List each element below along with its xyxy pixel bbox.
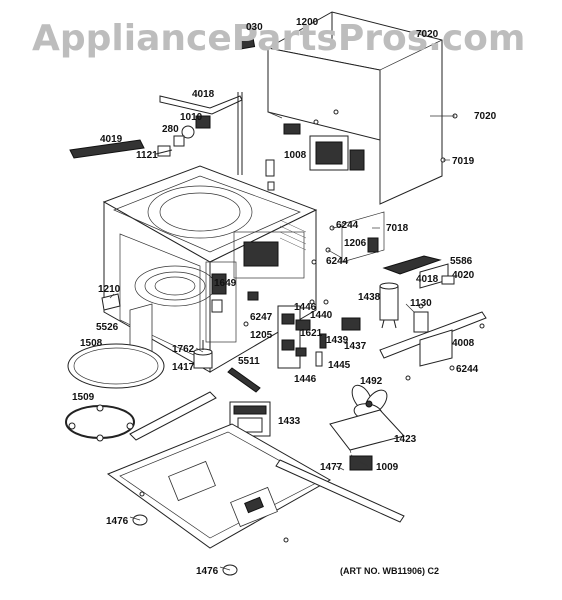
- left-strip: [129, 391, 217, 441]
- right-bracket-parts: [311, 211, 385, 265]
- label-7020-side: 7020: [474, 111, 497, 122]
- label-1621: 1621: [300, 328, 323, 339]
- label-1477: 1477: [320, 462, 343, 473]
- capacitor-1438: [379, 282, 399, 329]
- label-1762: 1762: [172, 344, 195, 355]
- part-number-labels: 030 1200 7020 7020 4018 1010 280 4019 11…: [72, 17, 497, 577]
- label-030: 030: [246, 22, 263, 33]
- label-1440: 1440: [310, 310, 333, 321]
- part-030: [236, 38, 256, 50]
- label-1509: 1509: [72, 392, 95, 403]
- label-4019: 4019: [100, 134, 123, 145]
- rail-4008: [379, 311, 487, 381]
- label-1649: 1649: [214, 278, 237, 289]
- label-4018-right: 4018: [416, 274, 439, 285]
- label-1009: 1009: [376, 462, 399, 473]
- label-5511: 5511: [238, 356, 260, 367]
- art-number: (ART NO. WB11906) C2: [340, 566, 439, 576]
- part-4018-top: [159, 92, 243, 175]
- label-1210: 1210: [98, 284, 121, 295]
- switch-assembly: [243, 299, 361, 369]
- label-1206: 1206: [344, 238, 367, 249]
- label-1508: 1508: [80, 338, 103, 349]
- label-1492: 1492: [360, 376, 383, 387]
- label-6244-b: 6244: [326, 256, 349, 267]
- label-5526: 5526: [96, 322, 119, 333]
- label-1476-b: 1476: [196, 566, 219, 577]
- base-plate: [106, 423, 332, 549]
- label-1200: 1200: [296, 17, 319, 28]
- label-6244-c: 6244: [456, 364, 479, 375]
- label-4018-top: 4018: [192, 89, 215, 100]
- part-5511: [227, 367, 261, 393]
- part-5586-4018: [382, 255, 455, 289]
- label-1446-top: 1446: [294, 302, 317, 313]
- label-1417: 1417: [172, 362, 195, 373]
- label-1008: 1008: [284, 150, 307, 161]
- label-1476-a: 1476: [106, 516, 129, 527]
- label-1121: 1121: [136, 150, 158, 161]
- label-7018: 7018: [386, 223, 409, 234]
- main-cavity: [102, 165, 318, 373]
- label-280: 280: [162, 124, 179, 135]
- watermark-text: AppliancePartsPros.com: [32, 18, 525, 59]
- label-6244-a: 6244: [336, 220, 359, 231]
- label-1205: 1205: [250, 330, 273, 341]
- label-1130: 1130: [410, 298, 432, 309]
- label-1438: 1438: [358, 292, 381, 303]
- label-1010: 1010: [180, 112, 203, 123]
- label-1445: 1445: [328, 360, 351, 371]
- part-1121: [155, 145, 173, 157]
- label-5586: 5586: [450, 256, 473, 267]
- outer-cabinet: [266, 11, 458, 205]
- bracket-1423: [329, 409, 405, 451]
- magnetron-1008: [265, 109, 365, 191]
- label-7019: 7019: [452, 156, 475, 167]
- motor-1417: [193, 340, 213, 369]
- part-4019: [69, 139, 145, 159]
- part-1130: [413, 303, 429, 333]
- leader-lines: [109, 115, 455, 571]
- label-7020-top: 7020: [416, 29, 439, 40]
- label-4008: 4008: [452, 338, 475, 349]
- label-1446-bottom: 1446: [294, 374, 317, 385]
- label-1439: 1439: [326, 335, 349, 346]
- part-1649: [247, 291, 259, 301]
- label-1437: 1437: [344, 341, 367, 352]
- label-1423: 1423: [394, 434, 417, 445]
- glass-tray-1508: [67, 343, 165, 389]
- label-4020: 4020: [452, 270, 475, 281]
- label-1433: 1433: [278, 416, 301, 427]
- lamp-assembly: [173, 115, 211, 147]
- rail-1477: [275, 455, 405, 523]
- label-6247: 6247: [250, 312, 273, 323]
- roller-ring-1509: [65, 404, 135, 442]
